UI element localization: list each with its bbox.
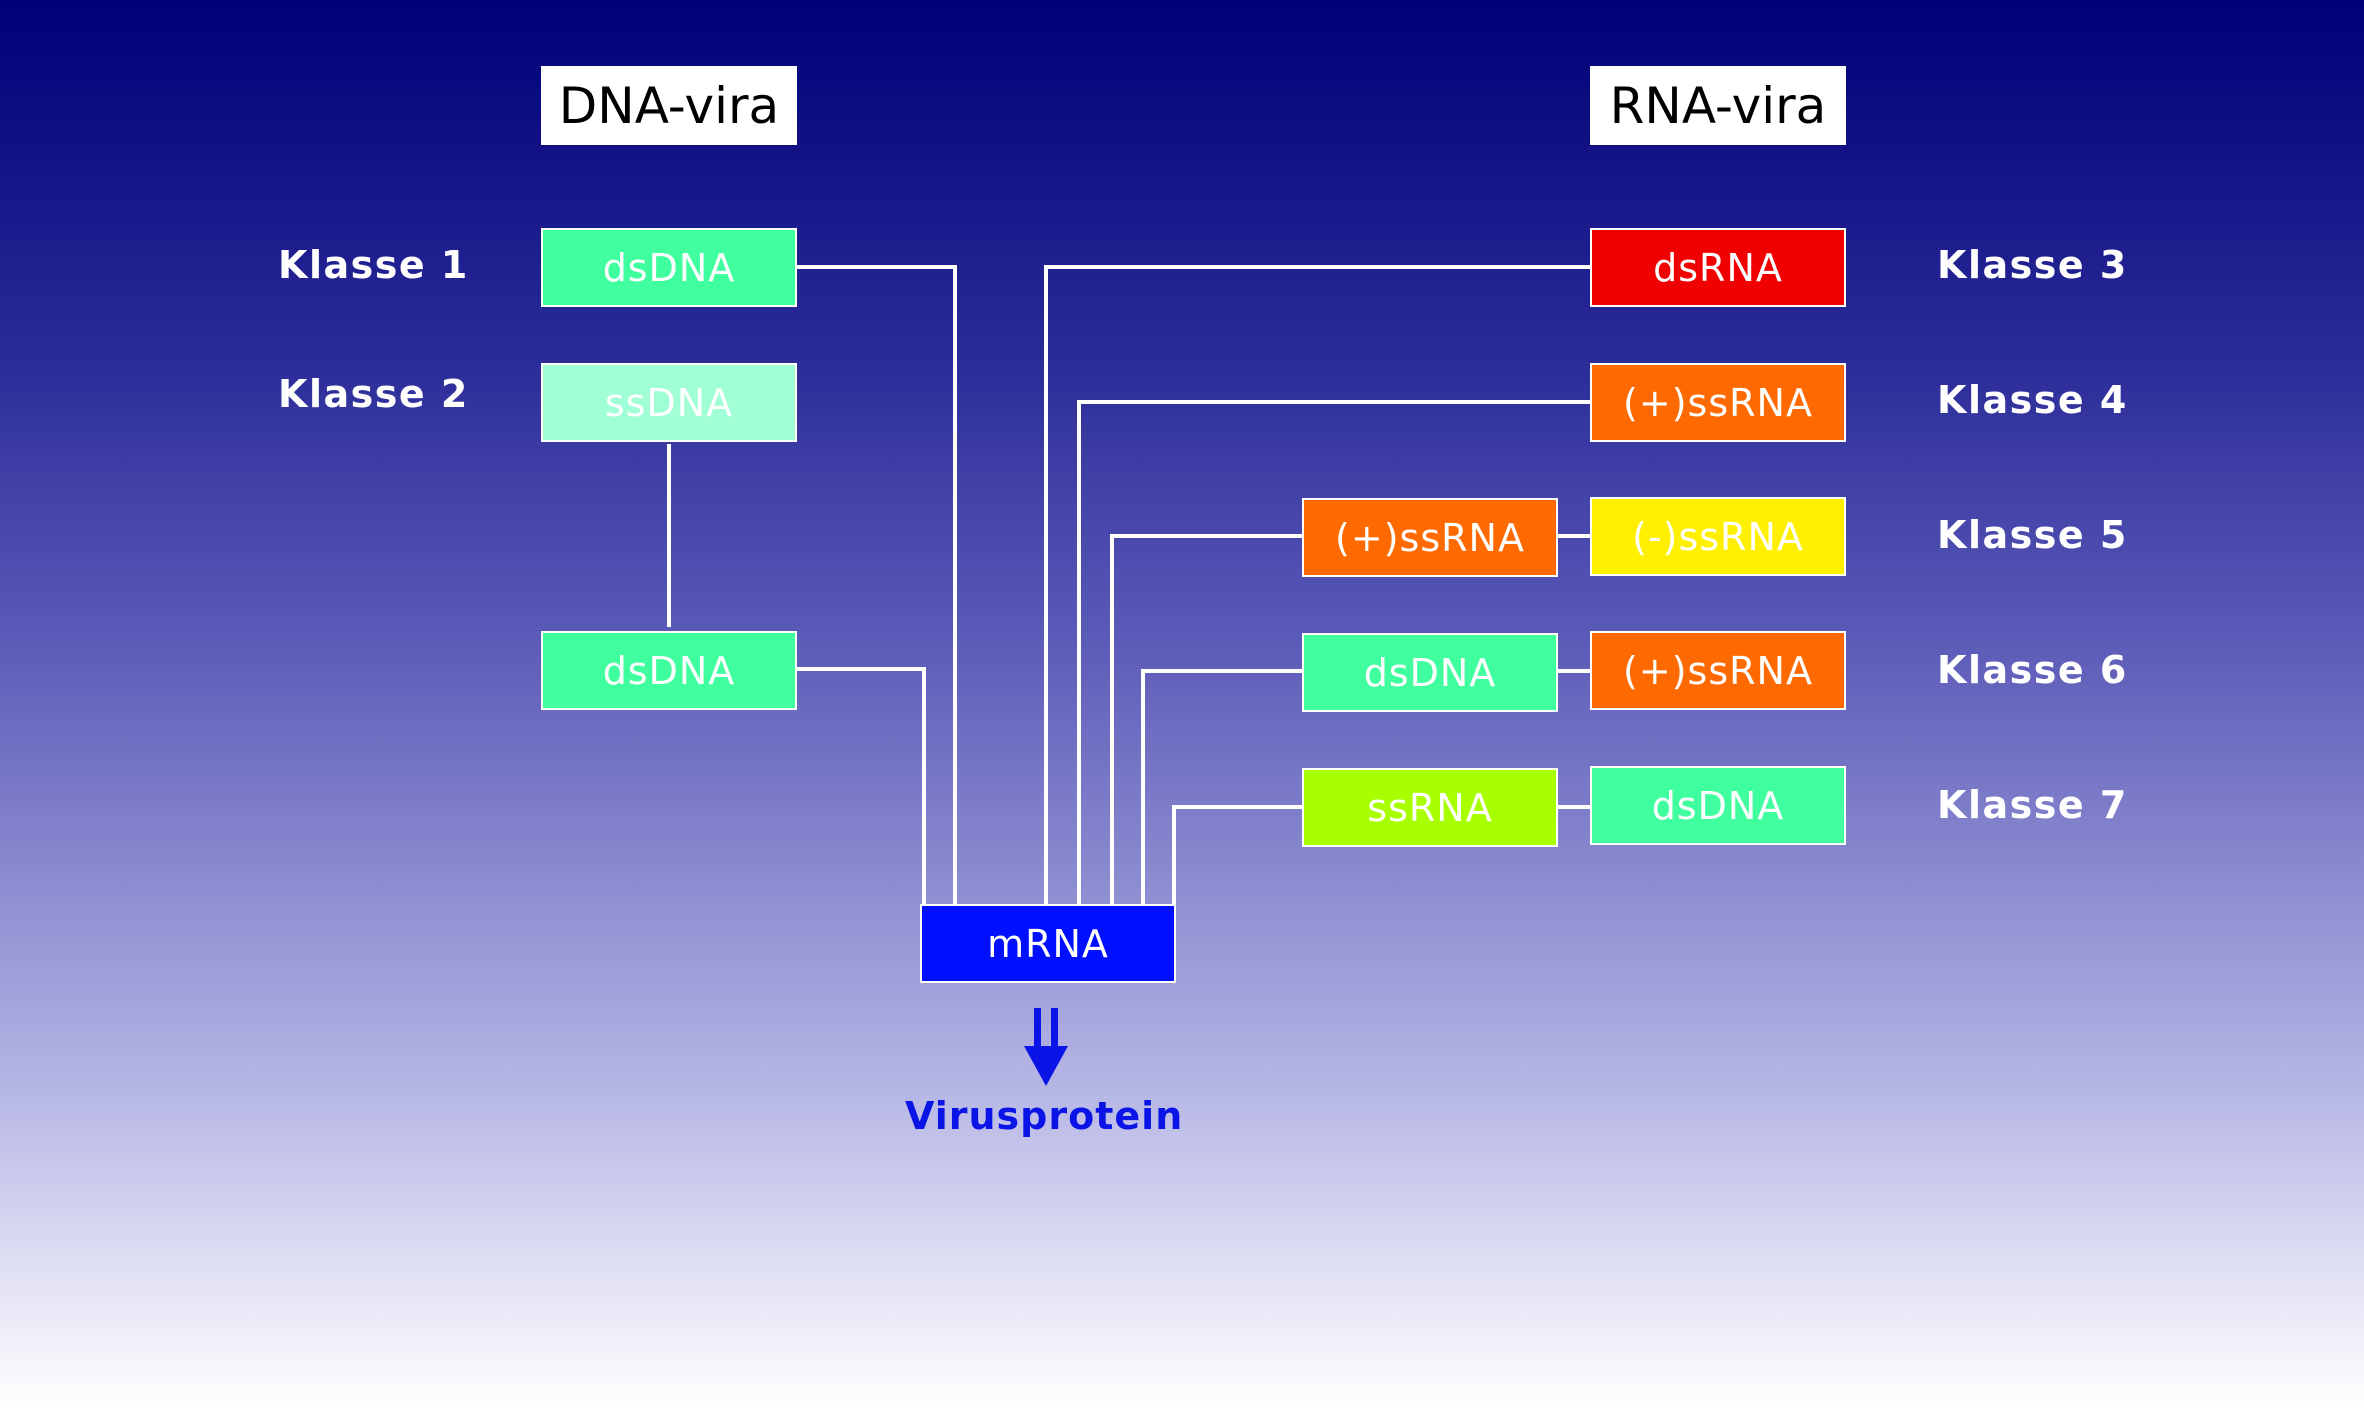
- wire-klasse1: [796, 265, 957, 906]
- wire-klasse2: [796, 667, 926, 906]
- label-klasse-1: Klasse 1: [278, 243, 469, 287]
- box-klasse2-dsdna: dsDNA: [541, 631, 797, 710]
- box-klasse2-ssdna: ssDNA: [541, 363, 797, 442]
- box-klasse6-dsdna: dsDNA: [1302, 633, 1558, 712]
- box-klasse5-plus-ssrna: (+)ssRNA: [1302, 498, 1558, 577]
- label-klasse-2: Klasse 2: [278, 372, 469, 416]
- down-arrow-icon: [1024, 1008, 1068, 1086]
- box-klasse5-minus-ssrna: (-)ssRNA: [1590, 497, 1846, 576]
- wire-klasse6: [1141, 669, 1302, 906]
- label-klasse-7: Klasse 7: [1937, 783, 2128, 827]
- box-mrna: mRNA: [920, 904, 1176, 983]
- label-klasse-3: Klasse 3: [1937, 243, 2128, 287]
- wire-klasse4: [1077, 400, 1590, 906]
- wire-klasse7: [1172, 805, 1302, 906]
- wire-klasse5: [1110, 534, 1302, 906]
- label-klasse-4: Klasse 4: [1937, 378, 2128, 422]
- header-dna-vira: DNA-vira: [541, 66, 797, 145]
- box-klasse6-plus-ssrna: (+)ssRNA: [1590, 631, 1846, 710]
- box-klasse7-dsdna: dsDNA: [1590, 766, 1846, 845]
- wire-klasse3: [1044, 265, 1590, 906]
- label-klasse-5: Klasse 5: [1937, 513, 2128, 557]
- label-klasse-6: Klasse 6: [1937, 648, 2128, 692]
- box-klasse4-plus-ssrna: (+)ssRNA: [1590, 363, 1846, 442]
- box-klasse3-dsrna: dsRNA: [1590, 228, 1846, 307]
- label-virusprotein: Virusprotein: [905, 1094, 1184, 1138]
- box-klasse1-dsdna: dsDNA: [541, 228, 797, 307]
- header-rna-vira: RNA-vira: [1590, 66, 1846, 145]
- box-klasse7-ssrna: ssRNA: [1302, 768, 1558, 847]
